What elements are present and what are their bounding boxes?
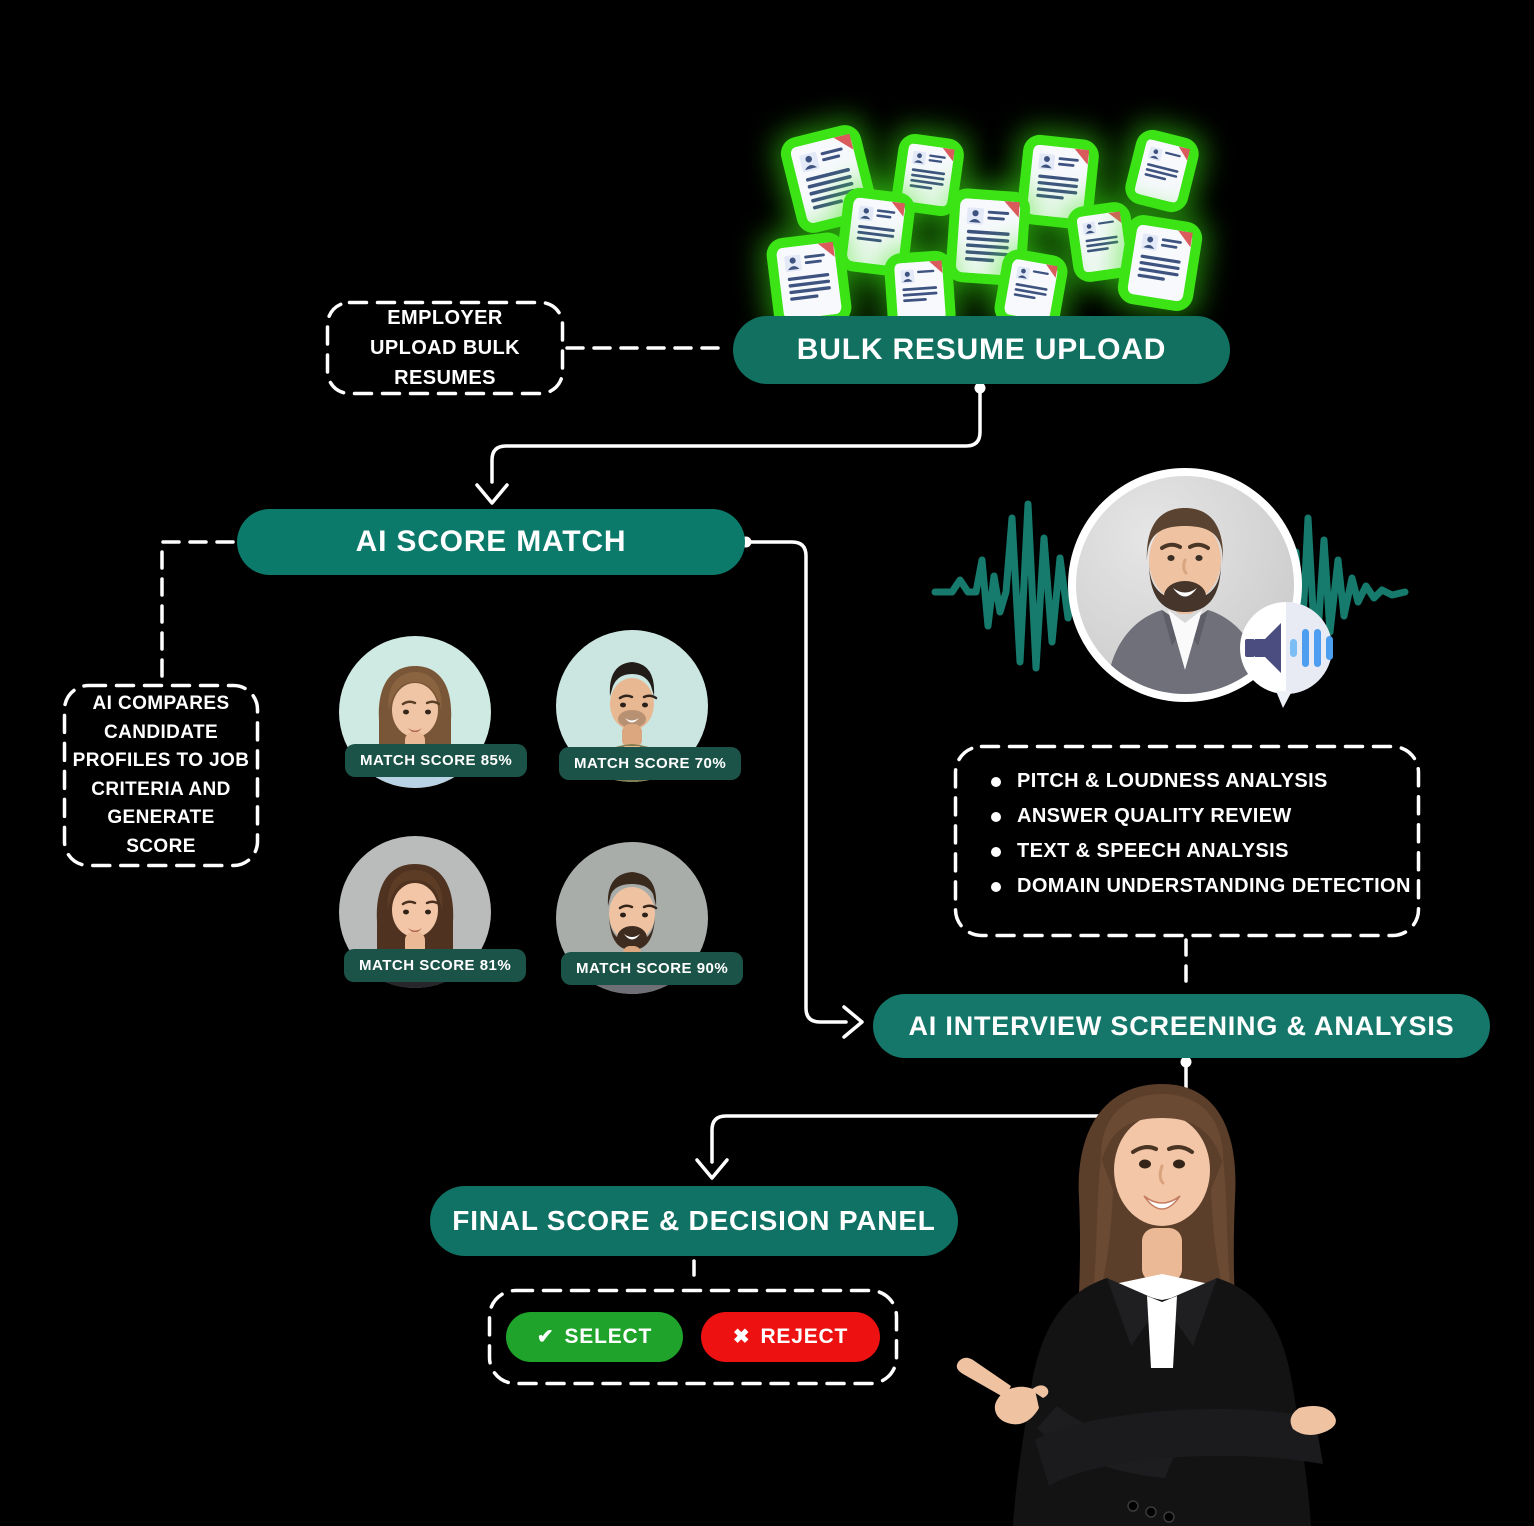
decision-panel-box: ✔ SELECT ✖ REJECT <box>487 1288 899 1386</box>
speaker-icon <box>1240 602 1333 708</box>
hr-woman-figure <box>935 1078 1360 1526</box>
ai-interview-screening-node: AI INTERVIEW SCREENING & ANALYSIS <box>873 994 1490 1058</box>
arrowhead-final <box>695 1158 729 1180</box>
final-score-decision-node: FINAL SCORE & DECISION PANEL <box>430 1186 958 1256</box>
resume-icon <box>1133 138 1191 204</box>
analysis-item: PITCH & LOUDNESS ANALYSIS <box>991 770 1421 793</box>
dashed-border <box>487 1288 899 1386</box>
analysis-item-text: DOMAIN UNDERSTANDING DETECTION <box>1017 875 1411 897</box>
analysis-item-text: TEXT & SPEECH ANALYSIS <box>1017 840 1289 862</box>
analysis-list: PITCH & LOUDNESS ANALYSIS ANSWER QUALITY… <box>953 744 1421 898</box>
arrowhead-interview <box>842 1005 864 1039</box>
bullet-dot <box>991 881 1001 892</box>
resume-icon <box>901 143 955 207</box>
bullet-dot <box>991 811 1001 822</box>
analysis-item: ANSWER QUALITY REVIEW <box>991 805 1421 828</box>
resume-icon <box>1126 224 1194 302</box>
resume-icon <box>789 133 869 225</box>
match-score-badge-2: MATCH SCORE 70% <box>559 747 742 780</box>
connector-score-to-compare <box>160 540 235 682</box>
cross-icon: ✖ <box>732 1326 751 1348</box>
resume-icon <box>955 197 1021 277</box>
analysis-item: DOMAIN UNDERSTANDING DETECTION <box>991 875 1421 898</box>
resume-icon <box>775 241 843 321</box>
man-portrait-illustration <box>1106 508 1264 694</box>
bulk-resume-upload-node: BULK RESUME UPLOAD <box>733 316 1230 384</box>
arrowhead-score <box>475 483 509 505</box>
select-button-label: SELECT <box>564 1325 653 1348</box>
bullet-dot <box>991 846 1001 857</box>
ai-compares-note: AI COMPARES CANDIDATE PROFILES TO JOB CR… <box>62 683 260 868</box>
reject-button-label: REJECT <box>760 1325 849 1348</box>
resume-icon <box>846 197 906 267</box>
connector-bulk-to-score <box>490 386 982 484</box>
ai-score-match-node: AI SCORE MATCH <box>237 509 745 575</box>
dashed-border <box>62 683 260 868</box>
reject-button[interactable]: ✖ REJECT <box>701 1312 880 1362</box>
employer-upload-note: EMPLOYER UPLOAD BULK RESUMES <box>325 300 565 396</box>
select-button[interactable]: ✔ SELECT <box>506 1312 683 1362</box>
resume-icon <box>893 260 947 324</box>
bullet-dot <box>991 776 1001 787</box>
dashed-border <box>325 300 565 396</box>
dashed-border <box>953 744 1421 938</box>
woman-portrait-illustration <box>956 1084 1336 1526</box>
match-score-badge-4: MATCH SCORE 90% <box>561 952 744 985</box>
decision-buttons-row: ✔ SELECT ✖ REJECT <box>487 1288 899 1386</box>
connector-score-to-interview <box>744 540 848 1024</box>
resume-icon <box>1026 144 1090 220</box>
analysis-item-text: PITCH & LOUDNESS ANALYSIS <box>1017 770 1328 792</box>
analysis-item-text: ANSWER QUALITY REVIEW <box>1017 805 1292 827</box>
check-icon: ✔ <box>536 1326 555 1348</box>
interview-analysis-note: PITCH & LOUDNESS ANALYSIS ANSWER QUALITY… <box>953 744 1421 938</box>
employer-note-text: EMPLOYER UPLOAD BULK RESUMES <box>370 307 520 389</box>
resume-icon <box>1003 258 1059 322</box>
resume-icon <box>1076 211 1128 273</box>
match-score-badge-3: MATCH SCORE 81% <box>344 949 527 982</box>
analysis-item: TEXT & SPEECH ANALYSIS <box>991 840 1421 863</box>
compares-note-text: AI COMPARES CANDIDATE PROFILES TO JOB CR… <box>72 693 250 857</box>
match-score-badge-1: MATCH SCORE 85% <box>345 744 528 777</box>
